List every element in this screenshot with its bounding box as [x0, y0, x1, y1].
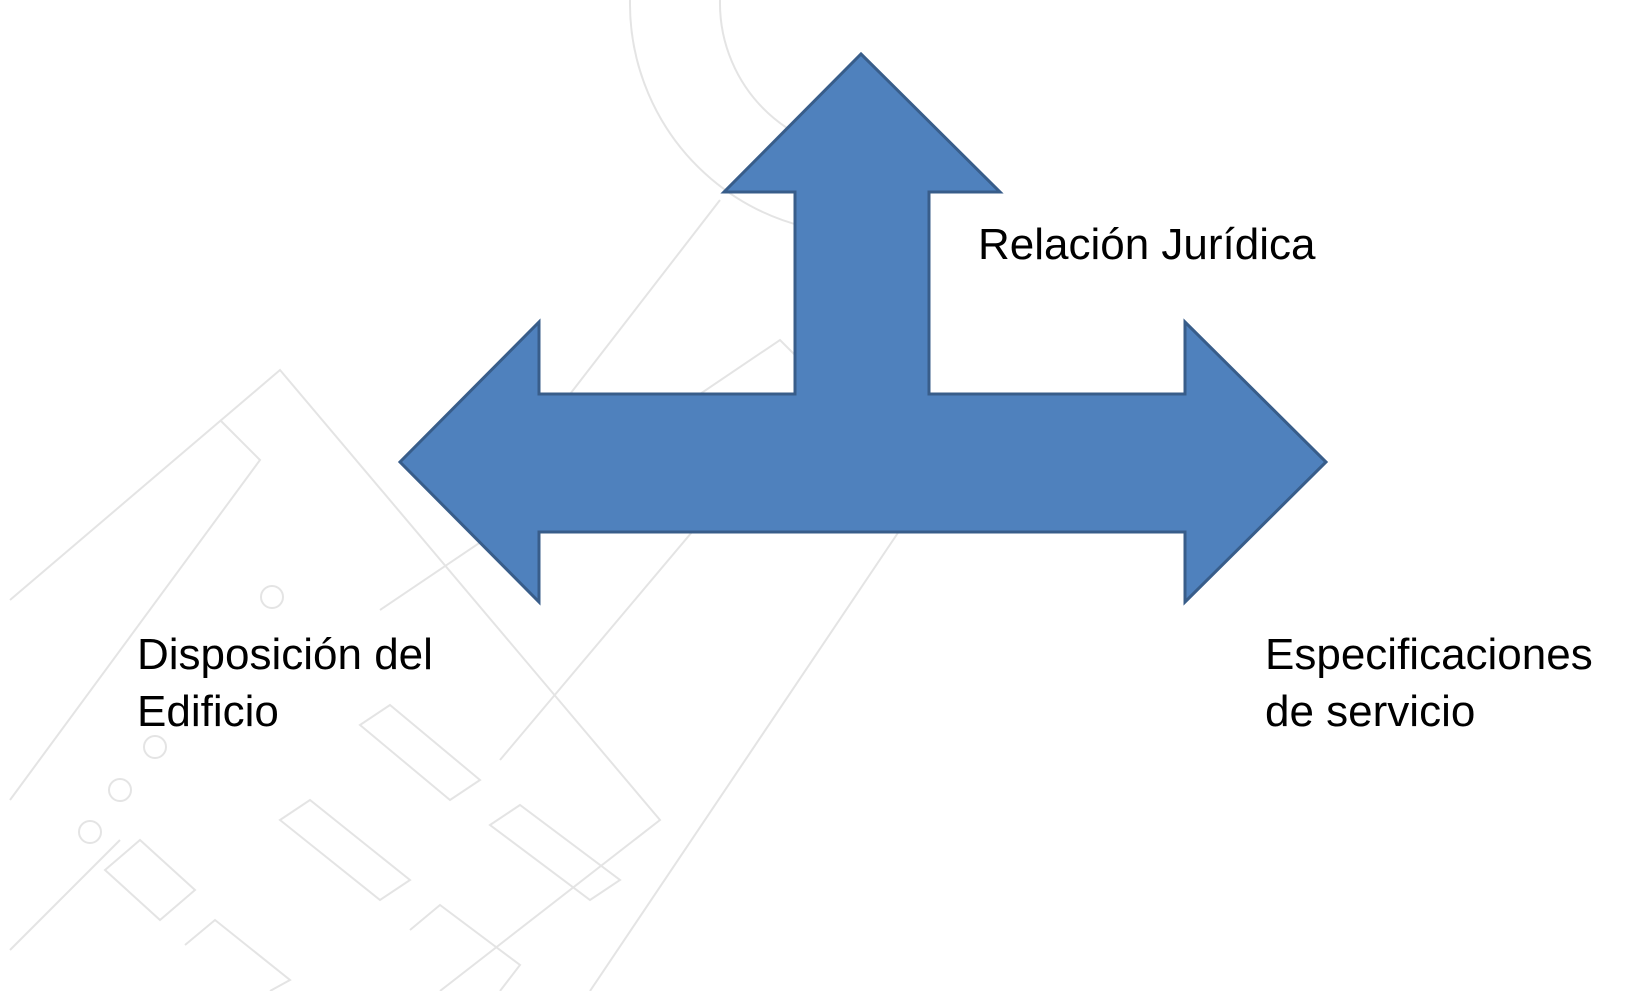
label-especificaciones-servicio: Especificaciones de servicio [1265, 626, 1593, 740]
label-right-line1: Especificaciones [1265, 630, 1593, 679]
label-left-line2: Edificio [137, 687, 279, 736]
label-left-line1: Disposición del [137, 630, 433, 679]
label-top-text: Relación Jurídica [978, 220, 1316, 269]
label-disposicion-edificio: Disposición del Edificio [137, 626, 433, 740]
label-right-line2: de servicio [1265, 687, 1476, 736]
label-relacion-juridica: Relación Jurídica [978, 216, 1316, 273]
